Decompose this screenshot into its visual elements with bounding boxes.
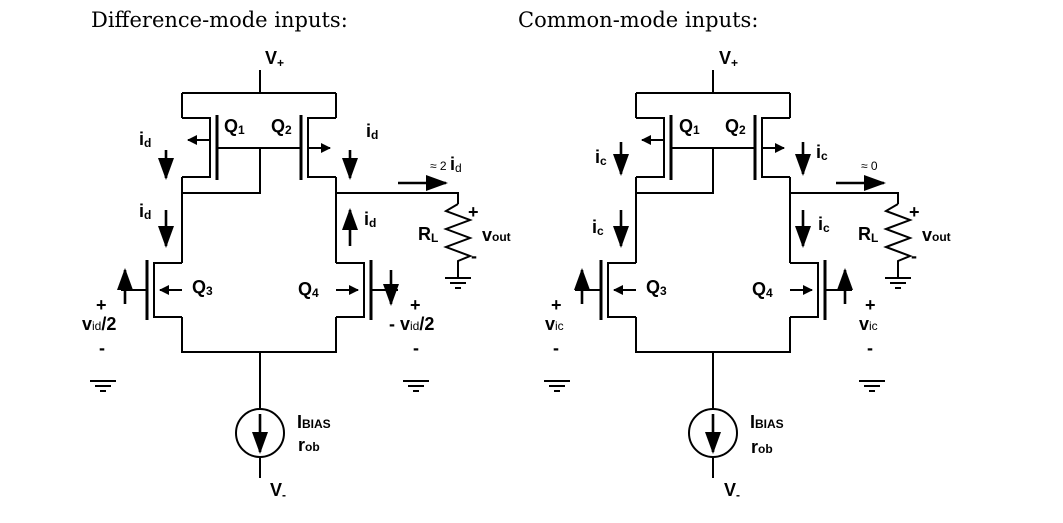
label-input-right: - vid/2 — [389, 314, 434, 334]
label-q2: Q2 — [271, 116, 292, 137]
label-q4: Q4 — [298, 279, 319, 300]
label-current-q4: id — [364, 209, 376, 230]
label-q3: Q3 — [646, 277, 667, 298]
label-input-left-plus: + — [96, 295, 107, 315]
label-input-right: vic — [859, 314, 878, 334]
ground-symbol-left-input — [90, 380, 116, 392]
title-common-mode: Common-mode inputs: — [518, 8, 758, 32]
bottom-rail — [635, 317, 791, 478]
common-mode-circuit: V+ V- Q1 Q2 Q3 Q4 ic ic ic ic ≈ 0 RL vou… — [544, 48, 951, 502]
label-vminus: V- — [270, 480, 286, 502]
mirror-connection — [182, 148, 261, 194]
label-q1: Q1 — [224, 116, 245, 137]
label-current-q1: id — [139, 129, 151, 150]
ground-symbol-left-input — [544, 380, 570, 392]
label-input-left-plus: + — [551, 295, 562, 315]
transistor-q4 — [790, 260, 852, 320]
label-rl: RL — [418, 224, 438, 245]
label-q4: Q4 — [752, 279, 773, 300]
top-rail — [635, 70, 791, 118]
difference-mode-circuit: V+ V- Q1 Q2 Q3 Q4 id id id id ≈ 2 id RL … — [82, 48, 511, 502]
label-output-current: ≈ 2 id — [430, 154, 462, 175]
label-input-right-plus: + — [410, 295, 421, 315]
label-input-right-minus: - — [867, 338, 873, 358]
transistor-q3 — [575, 260, 636, 320]
top-rail — [181, 70, 337, 118]
transistor-q2 — [713, 115, 790, 180]
label-input-left: vid/2 — [82, 314, 116, 334]
mirror-connection — [636, 148, 714, 194]
label-input-left: vic — [545, 314, 564, 334]
label-rl-plus: + — [909, 202, 920, 222]
label-rl-minus: - — [911, 246, 917, 266]
label-rl-plus: + — [468, 202, 479, 222]
current-source-ibias — [688, 408, 738, 458]
label-vout: vout — [482, 225, 511, 245]
current-source-ibias — [235, 408, 285, 458]
drain-wires — [635, 177, 791, 263]
transistor-q3 — [121, 260, 182, 320]
label-current-q2: ic — [816, 142, 828, 163]
label-rl-minus: - — [471, 246, 477, 266]
label-current-q1: ic — [595, 147, 607, 168]
label-rob: rob — [751, 437, 773, 457]
label-q1: Q1 — [679, 116, 700, 137]
label-q3: Q3 — [192, 277, 213, 298]
transistor-q2 — [260, 115, 336, 180]
label-input-right-plus: + — [865, 295, 876, 315]
transistor-q1 — [182, 115, 260, 180]
title-difference-mode: Difference-mode inputs: — [91, 8, 348, 32]
label-current-q2: id — [366, 121, 378, 142]
label-current-q3: ic — [592, 217, 604, 238]
label-current-q3: id — [139, 201, 151, 222]
label-input-left-minus: - — [553, 338, 559, 358]
label-ibias: IBIAS — [297, 412, 331, 432]
label-output-current: ≈ 0 — [861, 159, 878, 173]
ground-symbol-right-input — [403, 380, 429, 392]
label-vplus: V+ — [719, 48, 738, 70]
resistor-rl — [443, 203, 473, 289]
resistor-rl — [883, 203, 913, 289]
label-ibias: IBIAS — [750, 412, 784, 432]
ground-symbol-right-input — [859, 380, 885, 392]
bottom-rail — [181, 317, 337, 478]
output-wire — [790, 192, 899, 204]
drain-wires — [181, 177, 337, 263]
label-rob: rob — [298, 435, 320, 455]
label-vout: vout — [922, 225, 951, 245]
label-q2: Q2 — [725, 116, 746, 137]
label-rl: RL — [858, 224, 878, 245]
transistor-q4 — [336, 260, 398, 320]
label-vminus: V- — [724, 480, 740, 502]
label-input-left-minus: - — [99, 338, 105, 358]
output-wire — [336, 192, 459, 204]
label-current-q4: ic — [818, 214, 830, 235]
label-input-right-minus: - — [413, 338, 419, 358]
label-vplus: V+ — [265, 48, 284, 70]
transistor-q1 — [636, 115, 713, 180]
